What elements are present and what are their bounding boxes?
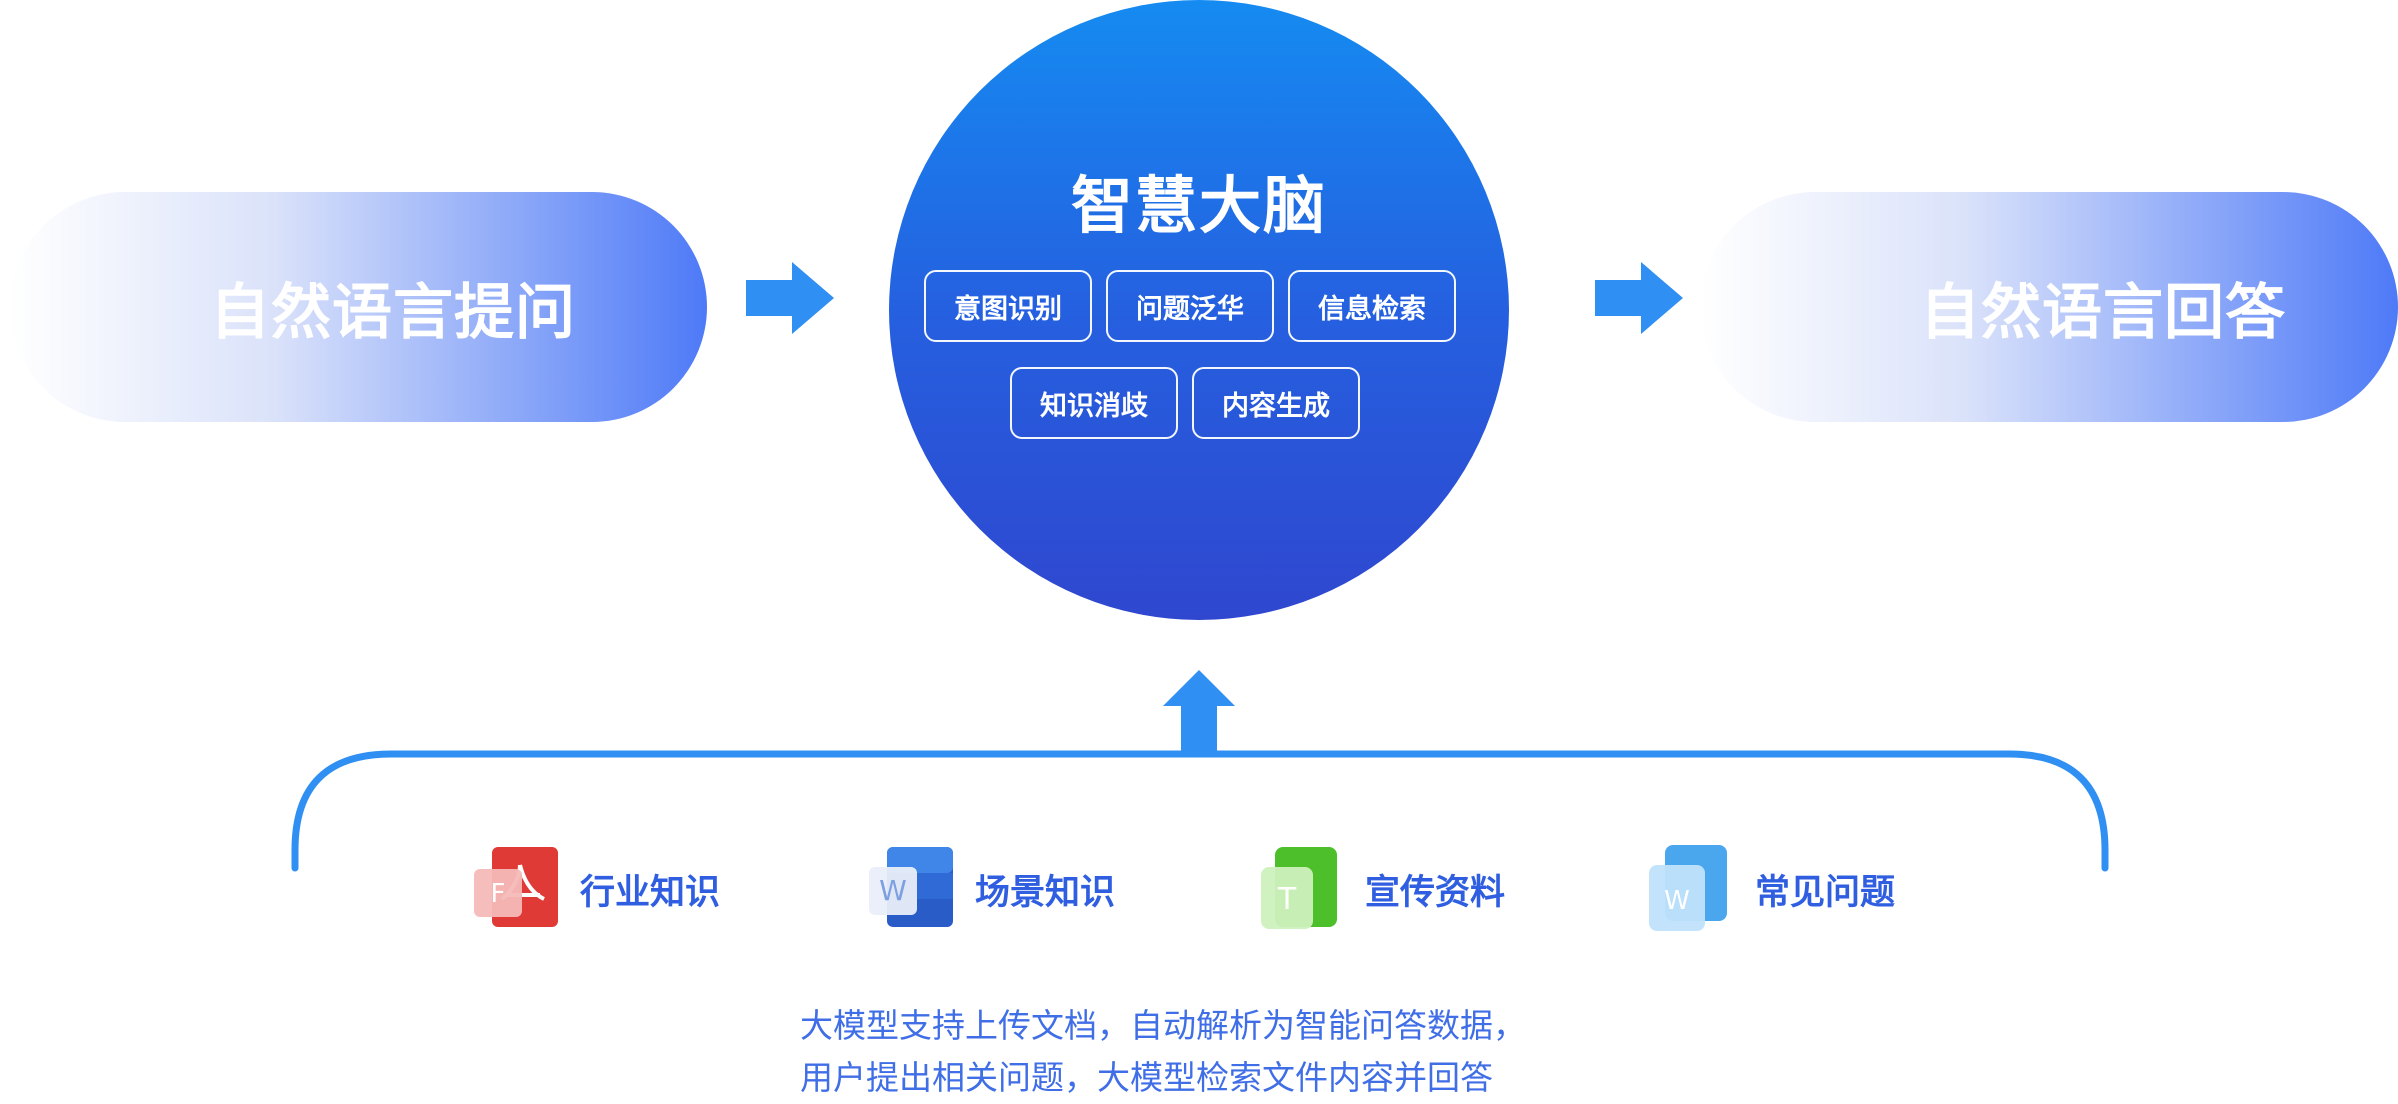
source-item: F 行业知识	[470, 845, 720, 933]
svg-text:T: T	[1277, 882, 1297, 917]
description: 大模型支持上传文档，自动解析为智能问答数据， 用户提出相关问题，大模型检索文件内…	[800, 1000, 1700, 1104]
arrow-right-icon	[746, 262, 834, 334]
source-item: W 场景知识	[865, 845, 1115, 933]
source-label: 常见问题	[1755, 872, 1896, 913]
capability-tag: 问题泛华	[1106, 270, 1274, 342]
svg-text:W: W	[1664, 886, 1690, 916]
bracket-line	[291, 750, 2109, 872]
pdf-file-icon: F	[470, 845, 560, 933]
svg-text:W: W	[879, 874, 907, 907]
capability-tag: 知识消歧	[1010, 367, 1178, 439]
smart-brain-circle: 智慧大脑 意图识别 问题泛华 信息检索 知识消歧 内容生成	[889, 0, 1509, 620]
source-label: 行业知识	[580, 872, 721, 913]
output-pill: 自然语言回答	[1700, 192, 2398, 422]
capability-tag: 意图识别	[924, 270, 1092, 342]
description-line: 用户提出相关问题，大模型检索文件内容并回答	[800, 1058, 1493, 1097]
capability-tag: 信息检索	[1288, 270, 1456, 342]
input-pill: 自然语言提问	[10, 192, 707, 422]
word-file-icon: W	[865, 845, 955, 933]
arrow-up-icon	[1163, 670, 1235, 756]
svg-text:F: F	[491, 879, 506, 909]
doc-file-icon: W	[1645, 845, 1735, 933]
text-file-icon: T	[1255, 845, 1345, 933]
output-label: 自然语言回答	[1920, 277, 2286, 348]
source-item: W 常见问题	[1645, 845, 1895, 933]
source-item: T 宣传资料	[1255, 845, 1505, 933]
capability-tag: 内容生成	[1192, 367, 1360, 439]
brain-title: 智慧大脑	[1070, 169, 1327, 242]
input-label: 自然语言提问	[210, 277, 576, 348]
source-label: 场景知识	[975, 872, 1116, 913]
arrow-right-icon	[1595, 262, 1683, 334]
source-label: 宣传资料	[1365, 872, 1506, 913]
description-line: 大模型支持上传文档，自动解析为智能问答数据，	[800, 1006, 1526, 1045]
